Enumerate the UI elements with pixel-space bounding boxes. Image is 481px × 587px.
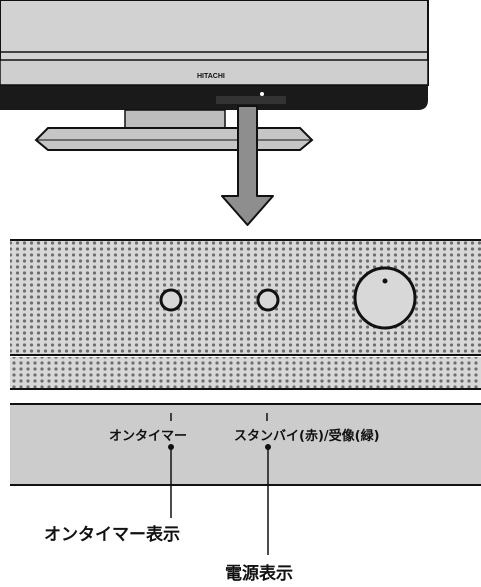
on-timer-indicator-callout: オンタイマー表示 xyxy=(44,525,180,545)
on-timer-lamp xyxy=(159,288,183,312)
power-indicator-callout: 電源表示 xyxy=(225,564,293,584)
tv-bottom-bezel xyxy=(0,86,428,110)
front-panel xyxy=(10,239,481,486)
tv-stand-base xyxy=(34,127,314,151)
label-strip xyxy=(10,405,481,485)
tv-lower-bezel xyxy=(0,59,429,86)
leader-lines xyxy=(168,444,271,555)
standby-panel-label: スタンバイ(赤)/受像(緑) xyxy=(234,429,380,444)
tv-brand-logo: HITACHI xyxy=(197,73,225,80)
on-timer-panel-label: オンタイマー xyxy=(109,429,188,444)
tv-power-led xyxy=(260,92,264,96)
power-lamp xyxy=(256,288,280,312)
down-arrow xyxy=(221,105,274,226)
power-button xyxy=(353,266,417,330)
